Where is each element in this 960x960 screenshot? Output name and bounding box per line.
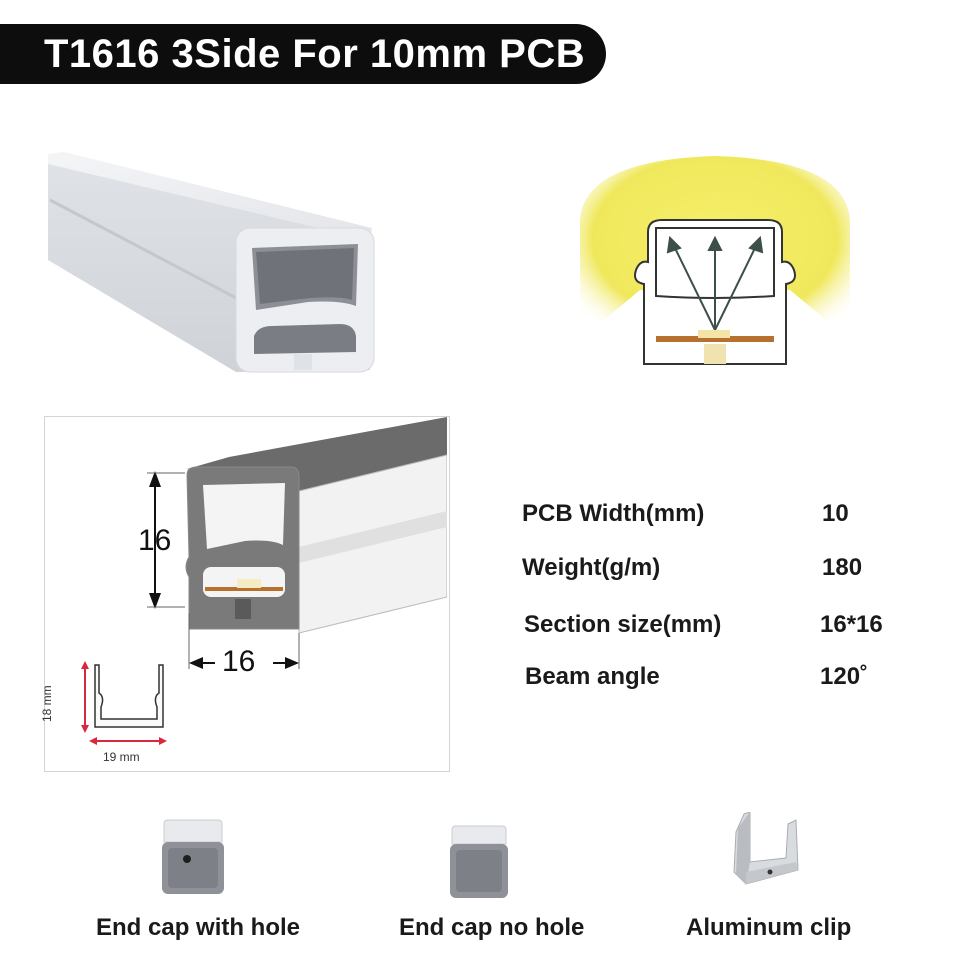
profile-dimension-drawing [81,417,447,745]
spec-value: 120˚ [820,663,869,690]
title-banner: T1616 3Side For 10mm PCB [0,24,606,84]
spec-value: 10 [822,500,849,527]
clip-height-label: 18 mm [40,685,54,722]
end-cap-with-hole-icon [162,819,224,894]
accessory-label-end-cap-with-hole: End cap with hole [96,914,301,941]
accessory-label-end-cap-no-hole: End cap no hole [399,914,585,941]
spec-value: 16*16 [820,611,883,638]
width-dimension-label: 16 [222,645,256,678]
spec-label: Weight(g/m) [522,554,661,581]
page-title: T1616 3Side For 10mm PCB [44,31,586,76]
spec-label: Section size(mm) [524,611,722,638]
height-dimension-label: 16 [138,524,172,557]
spec-value: 180 [822,554,863,581]
spec-label: PCB Width(mm) [522,500,705,527]
product-render-image [48,152,375,373]
spec-label: Beam angle [525,663,660,690]
dimension-diagram-frame [44,416,450,772]
end-cap-no-hole-icon [450,825,508,898]
aluminum-clip-icon [733,812,799,885]
clip-width-label: 19 mm [103,750,140,764]
light-glow-diagram [580,156,850,365]
accessory-label-aluminum-clip: Aluminum clip [686,914,852,941]
